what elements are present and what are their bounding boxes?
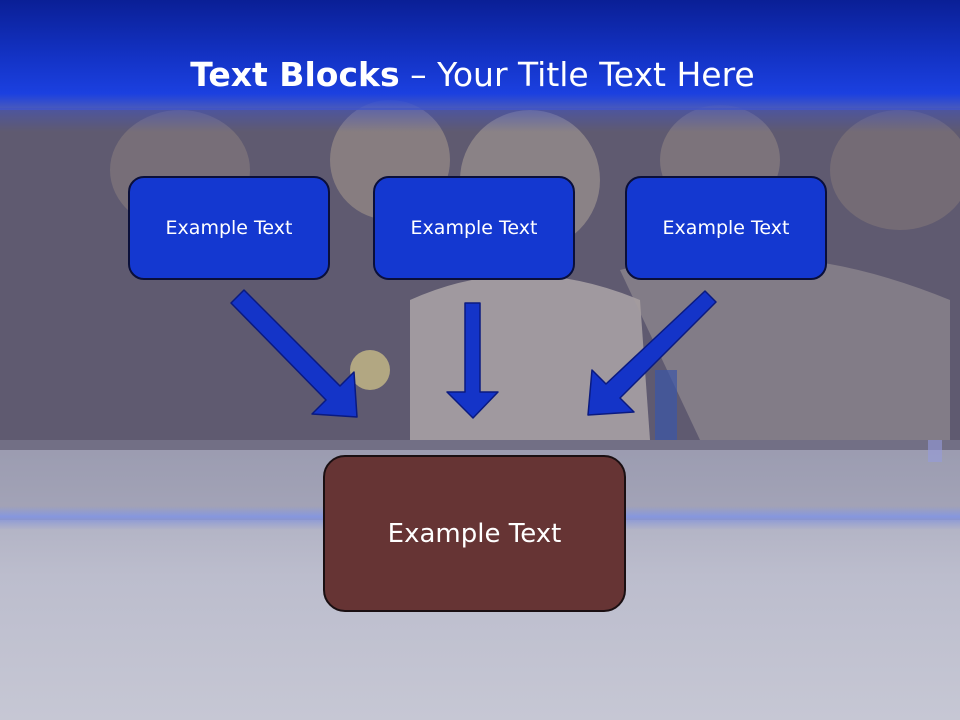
arrow-right-icon — [587, 290, 717, 416]
title-separator: – — [399, 55, 438, 94]
arrow-center-icon — [446, 302, 499, 419]
text-block-2[interactable]: Example Text — [373, 176, 575, 280]
text-block-1[interactable]: Example Text — [128, 176, 330, 280]
slide-title: Text Blocks – Your Title Text Here — [0, 52, 945, 98]
title-bar — [0, 0, 960, 110]
result-block[interactable]: Example Text — [323, 455, 626, 612]
title-rest: Your Title Text Here — [437, 55, 755, 94]
arrow-left-icon — [230, 289, 358, 418]
title-bar-fade — [0, 108, 960, 132]
text-block-3[interactable]: Example Text — [625, 176, 827, 280]
title-bold: Text Blocks — [190, 55, 400, 94]
